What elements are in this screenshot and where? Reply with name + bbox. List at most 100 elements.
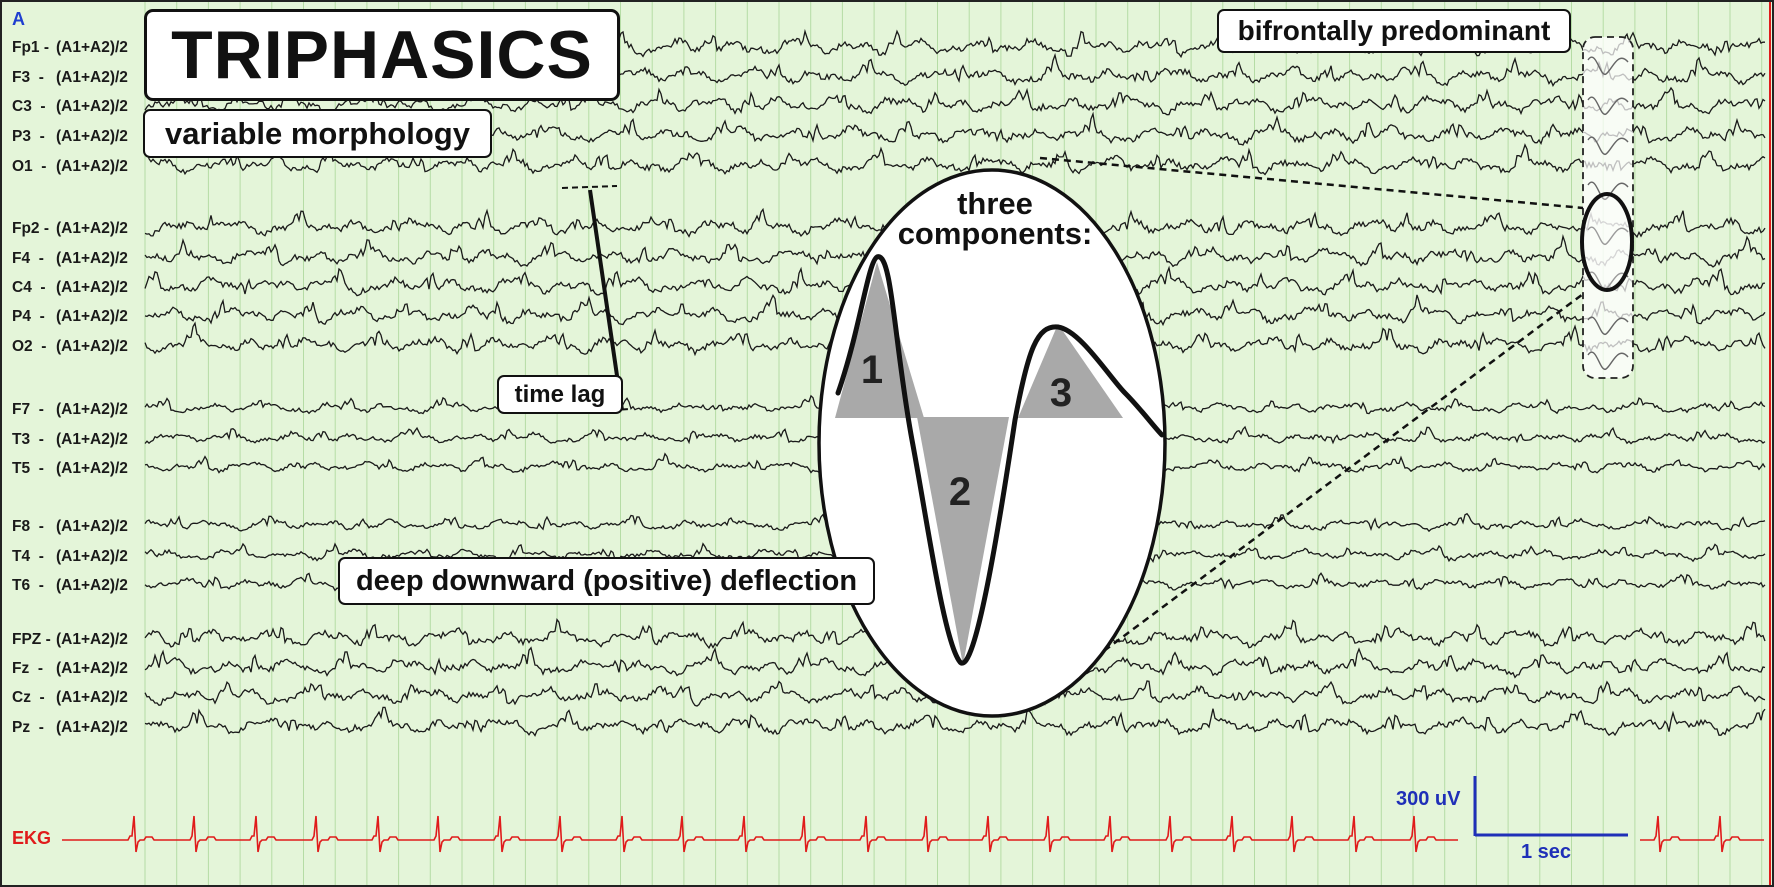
channel-reference: (A1+A2)/2 xyxy=(56,401,128,418)
component-3-label: 3 xyxy=(1050,371,1072,415)
channel-reference: (A1+A2)/2 xyxy=(56,460,128,477)
channel-name: P3 - xyxy=(12,128,45,145)
channel-name: Fp2 - xyxy=(12,220,50,237)
channel-name: C4 - xyxy=(12,279,46,296)
channel-reference: (A1+A2)/2 xyxy=(56,98,128,115)
channel-reference: (A1+A2)/2 xyxy=(56,39,128,56)
channel-label: Fp2 - (A1+A2)/2 xyxy=(12,221,128,237)
highlight-trace-line xyxy=(1587,351,1629,370)
channel-label: F7 - (A1+A2)/2 xyxy=(12,402,128,418)
highlight-trace-line xyxy=(1587,181,1629,200)
time-lag-box: time lag xyxy=(497,375,623,414)
channel-name: Fz - xyxy=(12,660,43,677)
bifrontally-predominant-box: bifrontally predominant xyxy=(1217,9,1571,53)
connector-line-upper xyxy=(1039,156,1584,210)
channel-reference: (A1+A2)/2 xyxy=(56,279,128,296)
component-2-triangle xyxy=(917,417,1009,665)
channel-name: C3 - xyxy=(12,98,46,115)
component-1-label: 1 xyxy=(861,348,883,392)
channel-name: FPZ - xyxy=(12,631,51,648)
channel-label: T4 - (A1+A2)/2 xyxy=(12,549,128,565)
channel-name: F3 - xyxy=(12,69,44,86)
channel-reference: (A1+A2)/2 xyxy=(56,689,128,706)
highlight-column-traces xyxy=(1587,56,1629,370)
channel-reference: (A1+A2)/2 xyxy=(56,431,128,448)
title-box: TRIPHASICS xyxy=(144,9,620,101)
channel-reference: (A1+A2)/2 xyxy=(56,69,128,86)
channel-label: F8 - (A1+A2)/2 xyxy=(12,519,128,535)
channel-name: F8 - xyxy=(12,518,44,535)
ekg-line xyxy=(62,815,1458,853)
channel-label: T6 - (A1+A2)/2 xyxy=(12,578,128,594)
time-lag-top-tick xyxy=(561,185,618,189)
bifrontal-highlight-column xyxy=(1582,36,1634,379)
eeg-trace-line xyxy=(144,706,1766,737)
triphasic-waveform xyxy=(835,254,1165,666)
channel-name: T6 - xyxy=(12,577,44,594)
variable-morphology-text: variable morphology xyxy=(165,115,470,151)
variable-morphology-box: variable morphology xyxy=(143,109,492,158)
channel-name: O1 - xyxy=(12,158,47,175)
connector-line-lower xyxy=(1084,292,1584,667)
channel-name: Fp1 - xyxy=(12,39,50,56)
eeg-trace-line xyxy=(144,83,1766,116)
ekg-channel-label: EKG xyxy=(12,828,52,848)
ekg-trace xyxy=(62,815,1764,853)
channel-reference: (A1+A2)/2 xyxy=(56,518,128,535)
channel-name: P4 - xyxy=(12,308,45,325)
channel-reference: (A1+A2)/2 xyxy=(56,220,128,237)
channel-label: FPZ -(A1+A2)/2 xyxy=(12,632,128,648)
channel-label: P4 - (A1+A2)/2 xyxy=(12,309,128,325)
channel-reference: (A1+A2)/2 xyxy=(56,308,128,325)
channel-label: O2 - (A1+A2)/2 xyxy=(12,339,128,355)
channel-name: F7 - xyxy=(12,401,44,418)
channel-label: F4 - (A1+A2)/2 xyxy=(12,251,128,267)
component-2-label: 2 xyxy=(949,470,971,514)
highlight-trace-line xyxy=(1587,96,1629,115)
highlight-trace-line xyxy=(1587,56,1629,75)
title-text: TRIPHASICS xyxy=(171,17,593,93)
time-lag-line xyxy=(588,189,624,411)
scale-time-label: 1 sec xyxy=(1521,841,1572,863)
highlight-trace-line xyxy=(1587,226,1629,245)
eeg-trace-line xyxy=(144,143,1766,176)
channel-reference: (A1+A2)/2 xyxy=(56,577,128,594)
channel-label: F3 - (A1+A2)/2 xyxy=(12,70,128,86)
three-components-label-line1: three xyxy=(957,186,1033,221)
selected-complex-circle xyxy=(1580,192,1634,292)
channel-label: Fp1 - (A1+A2)/2 xyxy=(12,40,128,56)
bifrontally-predominant-text: bifrontally predominant xyxy=(1237,15,1551,46)
channel-label: C3 - (A1+A2)/2 xyxy=(12,99,128,115)
channel-name: F4 - xyxy=(12,250,44,267)
deep-deflection-box: deep downward (positive) deflection xyxy=(338,557,875,605)
scale-amplitude-label: 300 uV xyxy=(1396,788,1461,810)
channel-name: Cz - xyxy=(12,689,45,706)
deep-deflection-text: deep downward (positive) deflection xyxy=(355,564,858,597)
channel-label: T5 -(A1+A2)/2 xyxy=(12,461,128,477)
highlight-trace-line xyxy=(1587,316,1629,335)
highlight-trace-line xyxy=(1587,136,1629,155)
channel-label: Pz - (A1+A2)/2 xyxy=(12,720,128,736)
channel-reference: (A1+A2)/2 xyxy=(56,548,128,565)
channel-name: Pz - xyxy=(12,719,44,736)
channel-label: O1 - (A1+A2)/2 xyxy=(12,159,128,175)
time-lag-text: time lag xyxy=(514,380,606,408)
channel-label: Fz -(A1+A2)/2 xyxy=(12,661,128,677)
channel-name: T4 - xyxy=(12,548,44,565)
channel-reference: (A1+A2)/2 xyxy=(56,158,128,175)
three-components-label-line2: components: xyxy=(898,216,1093,251)
channel-label: T3 - (A1+A2)/2 xyxy=(12,432,128,448)
ekg-line xyxy=(1640,815,1764,853)
channel-label: C4 - (A1+A2)/2 xyxy=(12,280,128,296)
channel-label: Cz - (A1+A2)/2 xyxy=(12,690,128,706)
channel-reference: (A1+A2)/2 xyxy=(56,128,128,145)
channel-reference: (A1+A2)/2 xyxy=(56,338,128,355)
channel-name: O2 - xyxy=(12,338,47,355)
channel-reference: (A1+A2)/2 xyxy=(56,250,128,267)
channel-label: P3 - (A1+A2)/2 xyxy=(12,129,128,145)
panel-letter: A xyxy=(12,9,25,29)
channel-reference: (A1+A2)/2 xyxy=(56,719,128,736)
channel-name: T3 - xyxy=(12,431,44,448)
component-3-triangle xyxy=(1018,324,1123,418)
